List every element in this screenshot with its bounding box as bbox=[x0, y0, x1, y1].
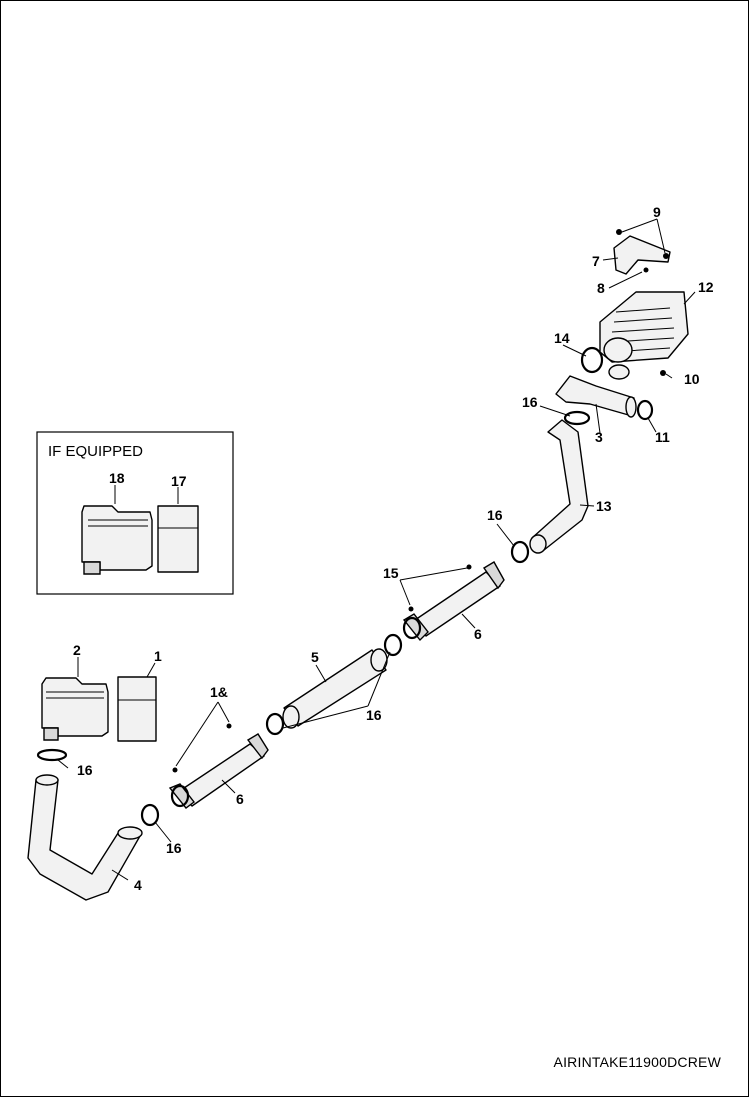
callout-4: 4 bbox=[134, 877, 142, 893]
screw-15b bbox=[408, 606, 414, 612]
bolt-9a bbox=[616, 229, 622, 235]
part-17-element bbox=[157, 505, 199, 573]
part-5-tube bbox=[282, 648, 388, 729]
callout-3: 3 bbox=[595, 429, 603, 445]
callout-6a: 6 bbox=[236, 791, 244, 807]
inset-box bbox=[36, 431, 234, 595]
callout-8: 8 bbox=[597, 280, 605, 296]
callout-16d: 16 bbox=[487, 507, 503, 523]
callout-10: 10 bbox=[684, 371, 700, 387]
callout-1: 1 bbox=[154, 648, 162, 664]
nut-8 bbox=[643, 267, 649, 273]
callout-6b: 6 bbox=[474, 626, 482, 642]
callout-5: 5 bbox=[311, 649, 319, 665]
clamp-16-mid-b bbox=[383, 633, 403, 657]
clamp-16-mid-a bbox=[265, 712, 285, 736]
callout-16c: 16 bbox=[366, 707, 382, 723]
clamp-16-lower bbox=[140, 803, 160, 827]
clamp-16-left bbox=[36, 748, 68, 762]
part-18-cover bbox=[81, 505, 153, 575]
screw-15c bbox=[226, 723, 232, 729]
callout-16b: 16 bbox=[166, 840, 182, 856]
clamp-16-right bbox=[510, 540, 530, 564]
callout-11: 11 bbox=[655, 429, 670, 445]
part-6-resonator-left bbox=[168, 733, 269, 809]
part-12-air-cleaner bbox=[599, 291, 689, 380]
clamp-14 bbox=[580, 346, 604, 374]
callout-17: 17 bbox=[171, 473, 187, 489]
reference-code: AIRINTAKE11900DCREW bbox=[553, 1054, 721, 1070]
screw-15a bbox=[466, 564, 472, 570]
callout-12: 12 bbox=[698, 279, 714, 295]
callout-7: 7 bbox=[592, 253, 600, 269]
clamp-16-upper bbox=[563, 410, 591, 426]
callout-15b: 1& bbox=[210, 684, 228, 700]
callout-18: 18 bbox=[109, 470, 125, 486]
inset-title: IF EQUIPPED bbox=[48, 443, 143, 460]
part-2-cover bbox=[41, 677, 109, 741]
callout-2: 2 bbox=[73, 642, 81, 658]
callout-14: 14 bbox=[554, 330, 570, 346]
part-6-resonator-right bbox=[402, 561, 505, 642]
nut-10 bbox=[660, 370, 666, 376]
part-13-tube bbox=[531, 419, 589, 551]
clamp-11 bbox=[636, 399, 654, 421]
part-4-tube bbox=[27, 779, 141, 901]
leader-lines bbox=[57, 218, 696, 881]
part-7-bracket bbox=[613, 235, 671, 275]
callout-9: 9 bbox=[653, 204, 661, 220]
bolt-9b bbox=[663, 253, 669, 259]
screw-15d bbox=[172, 767, 178, 773]
callout-13: 13 bbox=[596, 498, 612, 514]
callout-16a: 16 bbox=[77, 762, 93, 778]
callout-15a: 15 bbox=[383, 565, 399, 581]
callout-16e: 16 bbox=[522, 394, 538, 410]
part-1-element bbox=[117, 676, 157, 742]
part-3-elbow bbox=[555, 375, 635, 417]
